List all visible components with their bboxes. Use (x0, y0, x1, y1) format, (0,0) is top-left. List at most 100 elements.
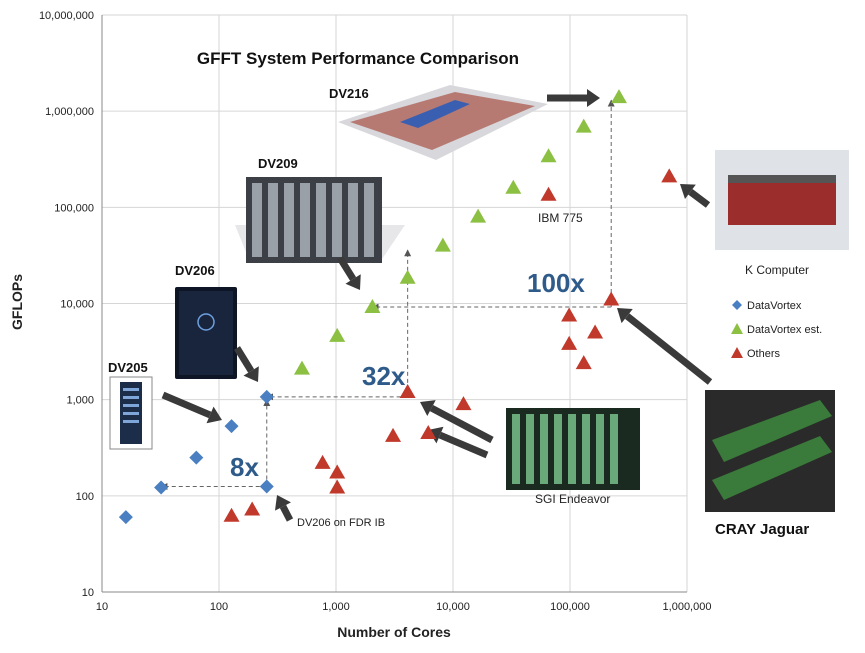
callout-shaft (624, 313, 713, 385)
dv206-image (175, 287, 237, 379)
data-point (561, 307, 578, 322)
callout-sgi-2 (428, 426, 489, 459)
annotation-fdr: DV206 on FDR IB (297, 517, 385, 529)
callout-dv206 (234, 346, 259, 382)
callout-head (206, 406, 222, 424)
annotation-cray: CRAY Jaguar (715, 521, 809, 538)
callout-head (680, 184, 696, 199)
dashed-comparison-lines (160, 99, 615, 491)
y-tick-label: 10 (82, 587, 94, 599)
data-point (364, 298, 381, 313)
callout-arrows (161, 89, 713, 522)
data-point (434, 237, 451, 252)
data-point (329, 327, 346, 342)
callout-dv209 (337, 256, 361, 290)
callout-shaft (279, 504, 294, 522)
data-point (505, 179, 522, 194)
data-point (118, 510, 133, 525)
dv216-image (338, 85, 548, 160)
data-point (224, 419, 239, 434)
callout-shaft (337, 256, 357, 281)
x-axis-title: Number of Cores (337, 624, 451, 640)
callout-shaft (438, 431, 489, 459)
data-point (575, 355, 592, 370)
data-point (540, 186, 557, 201)
callout-kcomputer (680, 184, 711, 208)
data-point (561, 335, 578, 350)
callout-cray (617, 308, 713, 385)
grid (101, 14, 688, 593)
data-marks (118, 89, 678, 525)
data-point (329, 464, 346, 479)
annotation-dv209: DV209 (258, 156, 298, 171)
callout-head (345, 274, 361, 290)
annotation-dv216: DV216 (329, 86, 369, 101)
legend-marker (731, 323, 743, 334)
annotation-32x: 32x (362, 361, 406, 391)
data-point (189, 450, 204, 465)
legend-label: DataVortex est. (747, 324, 822, 336)
callout-head (587, 89, 600, 107)
legend-label: Others (747, 348, 781, 360)
dv209-image (235, 177, 405, 263)
data-point (587, 324, 604, 339)
data-point (314, 454, 331, 469)
data-point (399, 384, 416, 399)
x-tick-label: 1,000 (322, 601, 350, 613)
data-point (259, 479, 274, 494)
x-tick-label: 1,000,000 (663, 601, 712, 613)
series-others (223, 168, 678, 522)
x-tick-label: 100,000 (550, 601, 590, 613)
y-tick-label: 10,000 (60, 299, 94, 311)
legend-label: DataVortex (747, 300, 802, 312)
data-point (603, 291, 620, 306)
y-tick-label: 1,000,000 (45, 106, 94, 118)
data-point (470, 208, 487, 223)
y-tick-label: 100 (76, 491, 94, 503)
annotation-8x: 8x (230, 452, 259, 482)
data-point (259, 389, 274, 404)
series-datavortex (118, 389, 274, 525)
x-tick-label: 100 (210, 601, 228, 613)
annotation-kcomputer: K Computer (745, 263, 809, 277)
y-tick-label: 1,000 (66, 395, 94, 407)
y-axis-title: GFLOPs (9, 274, 25, 330)
data-point (455, 396, 472, 411)
data-point (244, 501, 261, 516)
chart-title: GFFT System Performance Comparison (197, 49, 519, 68)
callout-fdr (275, 495, 294, 522)
callout-head (275, 495, 291, 511)
callout-shaft (688, 189, 711, 208)
data-point (540, 148, 557, 163)
callout-shaft (234, 346, 255, 373)
callout-dv216 (547, 89, 600, 107)
data-point (223, 507, 240, 522)
y-tick-label: 10,000,000 (39, 10, 94, 22)
x-tick-label: 10,000 (436, 601, 470, 613)
legend-marker (731, 347, 743, 358)
callout-dv205 (161, 391, 222, 424)
sgi-image (506, 408, 640, 490)
callout-shaft (161, 391, 212, 419)
callout-head (420, 400, 436, 417)
annotation-sgi: SGI Endeavor (535, 492, 610, 506)
cray-image (705, 390, 835, 512)
data-point (399, 269, 416, 284)
data-point (293, 360, 310, 375)
data-point (385, 427, 402, 442)
annotation-dv205: DV205 (108, 360, 148, 375)
annotation-dv206: DV206 (175, 263, 215, 278)
callout-shaft (429, 404, 494, 444)
data-point (575, 118, 592, 133)
annotation-100x: 100x (527, 268, 585, 298)
dv205-image (109, 376, 153, 450)
callout-head (243, 366, 259, 382)
data-point (154, 480, 169, 495)
data-point (329, 479, 346, 494)
legend-marker (732, 300, 742, 310)
k-computer-image (715, 150, 849, 250)
callout-head (617, 308, 633, 324)
